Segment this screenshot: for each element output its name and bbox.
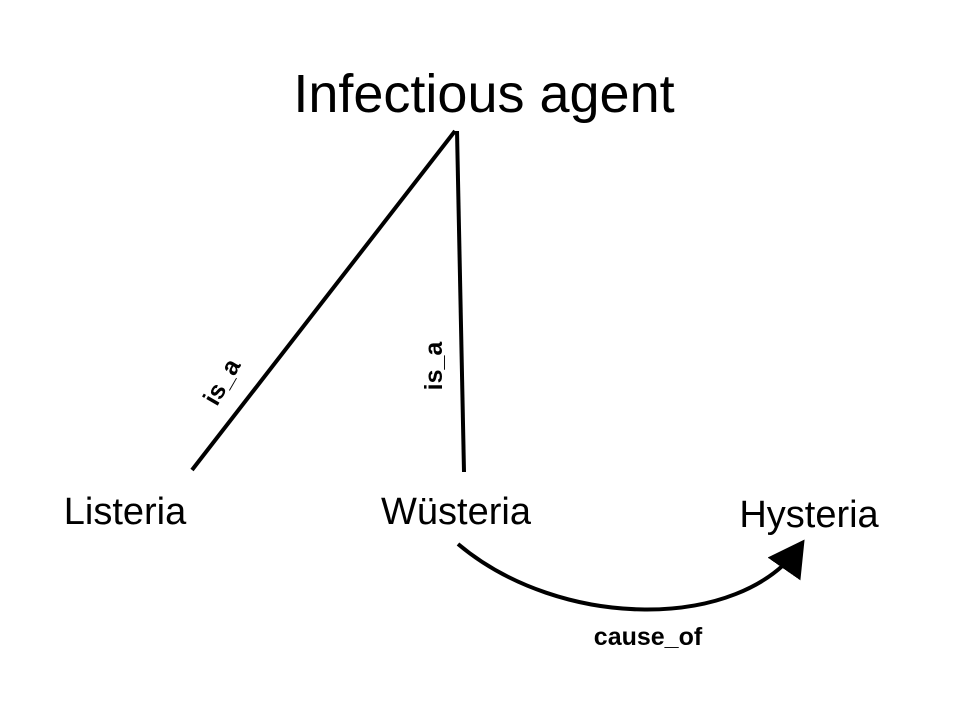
edge-label-listeria-is-a: is_a — [198, 353, 247, 410]
edge-cause-of-arrow — [456, 539, 805, 612]
node-listeria: Listeria — [64, 491, 187, 533]
edge-label-wusteria-is-a: is_a — [420, 341, 448, 391]
node-infectious-agent: Infectious agent — [293, 64, 674, 124]
node-wusteria: Wüsteria — [381, 491, 532, 533]
edge-wusteria-is-a — [455, 130, 466, 473]
edge-listeria-is-a — [190, 129, 457, 472]
node-hysteria: Hysteria — [739, 494, 879, 536]
edge-label-cause-of: cause_of — [594, 623, 703, 651]
